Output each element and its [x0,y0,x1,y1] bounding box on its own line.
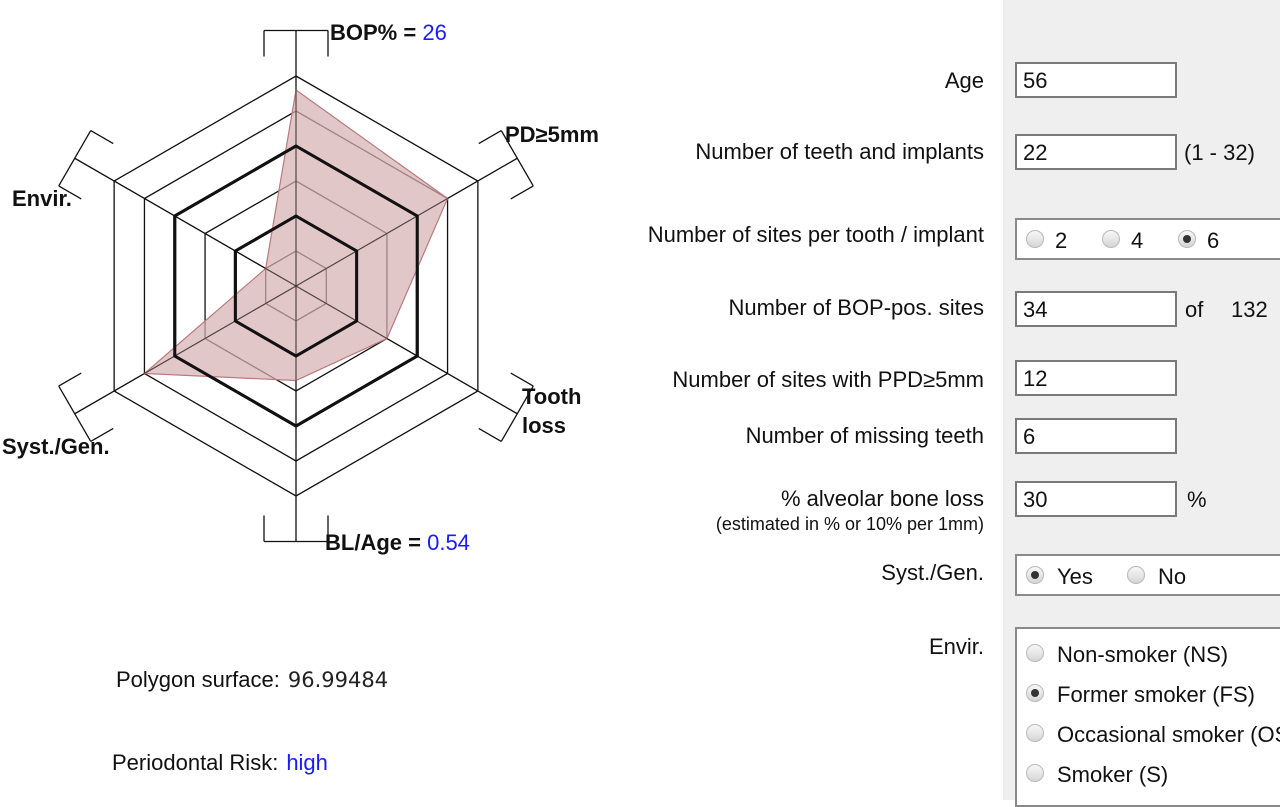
ppd-sites-label: Number of sites with PPD≥5mm [672,367,984,392]
axis-label-bl-age: BL/Age = 0.54 [325,530,470,555]
bone-loss-unit: % [1187,487,1207,512]
syst-option-yes[interactable]: Yes [1057,564,1093,589]
radar-axis-end-tick-1b [510,185,534,200]
radar-spoke-overlay-2 [295,285,479,392]
envir-radio-os[interactable] [1026,724,1044,742]
sites-option-6[interactable]: 6 [1207,228,1220,253]
radar-axis-end-tick-2b [478,427,502,443]
sites-option-2[interactable]: 2 [1055,228,1068,253]
radar-spoke-overlay-1 [295,180,479,287]
envir-option-fs[interactable]: Former smoker (FS) [1057,682,1255,707]
sites-per-tooth-group: 2 4 6 [1015,218,1280,260]
envir-radio-fs[interactable] [1026,684,1044,702]
radar-axis-end-tick-5a [58,185,82,200]
sites-radio-4[interactable] [1102,230,1120,248]
radar-axis-end-tick-1a [478,129,502,145]
radar-spoke-overlay-4 [113,285,297,392]
syst-gen-group: Yes No [1015,554,1280,596]
syst-label: Syst./Gen. [881,560,984,585]
axis-label-tooth-loss: Tooth loss [522,384,582,438]
axis-label-syst: Syst./Gen. [2,434,110,459]
sites-radio-2[interactable] [1026,230,1044,248]
bop-sites-of: of [1185,297,1204,322]
missing-teeth-input[interactable]: 6 [1015,418,1177,454]
risk-diagram-panel: BOP% = 26 PD≥5mm Tooth loss BL/Age = 0.5… [0,0,620,800]
age-input[interactable]: 56 [1015,62,1177,98]
bop-value: 26 [422,20,447,45]
radar-axis-end-1 [500,130,534,187]
axis-label-envir: Envir. [12,186,72,211]
radar-axis-end-tick-4b [58,372,82,387]
radar-axis-end-tick-5b [90,129,114,145]
axis-label-pd: PD≥5mm [505,122,599,147]
radar-axis-end-tick-2a [510,372,534,387]
sites-option-4[interactable]: 4 [1131,228,1144,253]
risk-radar-chart [58,29,534,543]
radar-axis-end-5 [58,130,92,187]
bone-loss-sublabel: (estimated in % or 10% per 1mm) [715,514,984,534]
bone-loss-input[interactable]: 30 [1015,481,1177,517]
periodontal-risk: Periodontal Risk:high [112,750,328,775]
syst-option-no[interactable]: No [1158,564,1187,589]
bone-loss-label: % alveolar bone loss (estimated in % or … [715,486,984,534]
bop-sites-input[interactable]: 34 [1015,291,1177,327]
age-label: Age [944,68,984,93]
sites-label: Number of sites per tooth / implant [647,222,984,247]
sites-radio-6[interactable] [1178,230,1196,248]
bop-sites-label: Number of BOP-pos. sites [728,295,984,320]
envir-option-s[interactable]: Smoker (S) [1057,762,1169,787]
ppd-sites-input[interactable]: 12 [1015,360,1177,396]
polygon-surface-value: 96.99484 [287,668,389,692]
polygon-surface: Polygon surface:96.99484 [116,667,389,692]
bop-sites-total: 132 [1231,297,1268,322]
radar-spoke-overlay-5 [113,180,297,287]
envir-option-os[interactable]: Occasional smoker (OS) [1057,722,1280,747]
radar-axis-end-4 [58,385,92,442]
axis-label-bop: BOP% = 26 [330,20,447,45]
envir-option-ns[interactable]: Non-smoker (NS) [1057,642,1229,667]
envir-radio-ns[interactable] [1026,644,1044,662]
envir-label: Envir. [928,634,984,659]
missing-teeth-label: Number of missing teeth [745,423,984,448]
teeth-range: (1 - 32) [1184,140,1255,165]
envir-group: Non-smoker (NS) Former smoker (FS) Occas… [1015,627,1280,807]
bl-age-value: 0.54 [427,530,470,555]
radar-axis-end-2 [500,385,534,442]
teeth-input[interactable]: 22 [1015,134,1177,170]
teeth-label: Number of teeth and implants [695,139,984,164]
syst-radio-yes[interactable] [1026,566,1044,584]
radar-axis-end-tick-4a [90,427,114,443]
periodontal-risk-value: high [286,750,328,775]
syst-radio-no[interactable] [1127,566,1145,584]
envir-radio-s[interactable] [1026,764,1044,782]
